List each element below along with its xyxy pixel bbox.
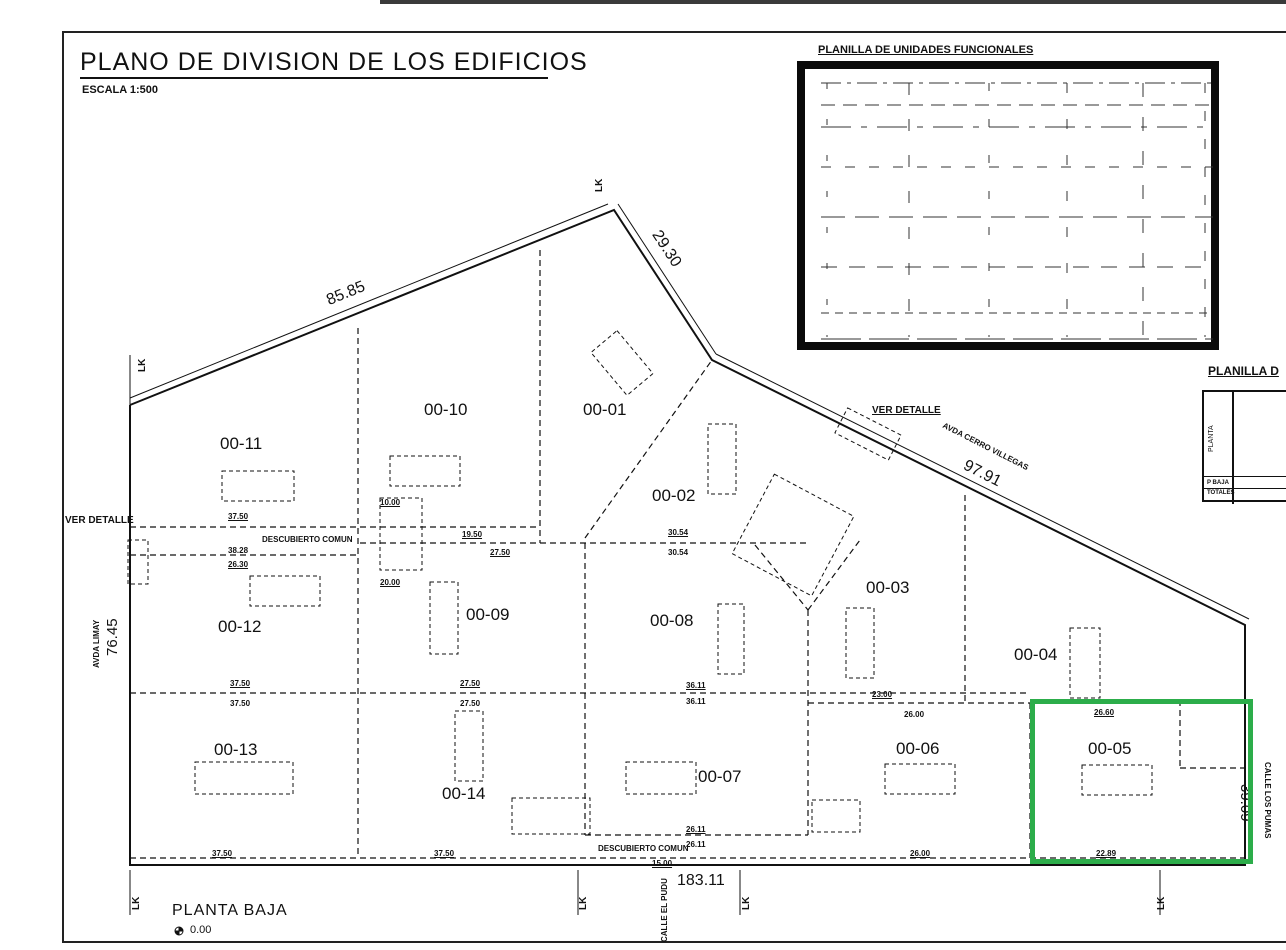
common-area-south bbox=[511, 797, 591, 835]
lk-marker: LK bbox=[1156, 896, 1167, 910]
dim-small: 26.00 bbox=[904, 710, 925, 719]
unit-label: 00-13 bbox=[214, 740, 258, 759]
lot-boundary bbox=[129, 208, 1246, 866]
second-table: PLANTA P BAJA TOTALES bbox=[1202, 390, 1286, 504]
second-table-row-totales: TOTALES bbox=[1207, 490, 1235, 496]
dim-small: 37.50 bbox=[434, 849, 455, 858]
building-00-13 bbox=[194, 761, 294, 795]
unit-label: 00-02 bbox=[652, 486, 696, 505]
unit-label: 00-04 bbox=[1014, 645, 1058, 664]
building-00-02 bbox=[707, 423, 737, 495]
building-00-14 bbox=[454, 710, 484, 782]
dim-small: 26.00 bbox=[910, 849, 931, 858]
second-table-divider bbox=[1232, 392, 1234, 504]
dim-south-edge: 183.11 bbox=[677, 872, 725, 889]
lk-marker: LK bbox=[137, 358, 148, 372]
dim-small: 26.60 bbox=[1094, 708, 1115, 717]
unit-label: 00-03 bbox=[866, 578, 910, 597]
dim-small: 15.00 bbox=[652, 859, 673, 868]
unit-label: 00-08 bbox=[650, 611, 694, 630]
dim-small: 30.54 bbox=[668, 528, 689, 537]
unit-label: 00-10 bbox=[424, 400, 468, 419]
dim-small: 36.11 bbox=[686, 681, 706, 690]
lk-marker: LK bbox=[741, 896, 752, 910]
title-underline bbox=[80, 77, 548, 79]
building-00-08 bbox=[717, 603, 745, 675]
dim-small: 26.11 bbox=[686, 825, 706, 834]
level-value: 0.00 bbox=[190, 924, 212, 936]
unit-label: 00-09 bbox=[466, 605, 510, 624]
dim-small: 37.50 bbox=[230, 699, 251, 708]
diagonal-core bbox=[731, 473, 855, 597]
top-strip bbox=[0, 0, 1286, 5]
dim-small: 26.30 bbox=[228, 560, 249, 569]
building-00-09 bbox=[429, 581, 459, 655]
lk-marker: LK bbox=[131, 896, 142, 910]
units-table bbox=[797, 61, 1219, 350]
building-00-06 bbox=[884, 763, 956, 795]
detail-box-left bbox=[127, 539, 149, 585]
dim-small: 22.89 bbox=[1096, 849, 1117, 858]
unit-label: 00-05 bbox=[1088, 739, 1132, 758]
descubierto-comun-1: DESCUBIERTO COMUN bbox=[262, 535, 353, 544]
building-common-core bbox=[379, 497, 423, 571]
second-table-row-line bbox=[1204, 488, 1286, 489]
building-00-05 bbox=[1081, 764, 1153, 796]
units-table-title: PLANILLA DE UNIDADES FUNCIONALES bbox=[818, 44, 1034, 56]
unit-label: 00-12 bbox=[218, 617, 262, 636]
selection-highlight-00-05 bbox=[1030, 699, 1253, 864]
building-00-10 bbox=[389, 455, 461, 487]
dim-small: 27.50 bbox=[460, 679, 481, 688]
dim-west-edge: 76.45 bbox=[104, 618, 121, 656]
unit-label: 00-01 bbox=[583, 400, 627, 419]
lk-marker: LK bbox=[594, 178, 605, 192]
dim-small: 36.11 bbox=[686, 697, 706, 706]
dim-small: 23.00 bbox=[872, 690, 893, 699]
unit-label: 00-06 bbox=[896, 739, 940, 758]
second-table-row-pbaja: P BAJA bbox=[1207, 480, 1229, 486]
street-el-pudu: CALLE EL PUDU bbox=[660, 878, 669, 942]
second-table-row-line bbox=[1204, 476, 1286, 477]
dim-small: 10.00 bbox=[380, 498, 401, 507]
drawing-sheet-border bbox=[62, 31, 1286, 943]
dim-small: 37.50 bbox=[228, 512, 249, 521]
dim-small: 20.00 bbox=[380, 578, 401, 587]
street-limay: AVDA LIMAY bbox=[92, 619, 101, 668]
dim-small: 27.50 bbox=[490, 548, 511, 557]
dim-small: 26.11 bbox=[686, 840, 706, 849]
dim-small: 37.50 bbox=[230, 679, 251, 688]
common-area-southeast bbox=[811, 799, 861, 833]
floor-label: PLANTA BAJA bbox=[172, 902, 288, 919]
building-00-11 bbox=[221, 470, 295, 502]
level-marker-icon bbox=[174, 926, 184, 936]
dim-small: 27.50 bbox=[460, 699, 481, 708]
building-00-04 bbox=[1069, 627, 1101, 699]
building-00-01 bbox=[590, 329, 654, 397]
plan-title: PLANO DE DIVISION DE LOS EDIFICIOS bbox=[80, 48, 588, 76]
street-los-pumas: CALLE LOS PUMAS bbox=[1263, 762, 1272, 839]
unit-label: 00-11 bbox=[220, 434, 263, 453]
detail-box-right bbox=[834, 407, 902, 461]
units-table-content bbox=[821, 82, 1213, 340]
ver-detalle-left: VER DETALLE bbox=[65, 515, 134, 526]
dim-small: 19.50 bbox=[462, 530, 483, 539]
building-00-07 bbox=[625, 761, 697, 795]
dim-small: 30.54 bbox=[668, 548, 689, 557]
descubierto-comun-2: DESCUBIERTO COMUN bbox=[598, 844, 689, 853]
scale-label: ESCALA 1:500 bbox=[82, 84, 159, 96]
dim-small: 37.50 bbox=[212, 849, 233, 858]
top-strip-dark bbox=[380, 0, 1286, 4]
lk-marker: LK bbox=[578, 896, 589, 910]
unit-label: 00-14 bbox=[442, 784, 486, 803]
dim-small: 38.28 bbox=[228, 546, 249, 555]
second-table-title: PLANILLA D bbox=[1208, 364, 1279, 378]
building-00-03 bbox=[845, 607, 875, 679]
ver-detalle-right: VER DETALLE bbox=[872, 405, 941, 416]
building-00-12 bbox=[249, 575, 321, 607]
unit-label: 00-07 bbox=[698, 767, 742, 786]
